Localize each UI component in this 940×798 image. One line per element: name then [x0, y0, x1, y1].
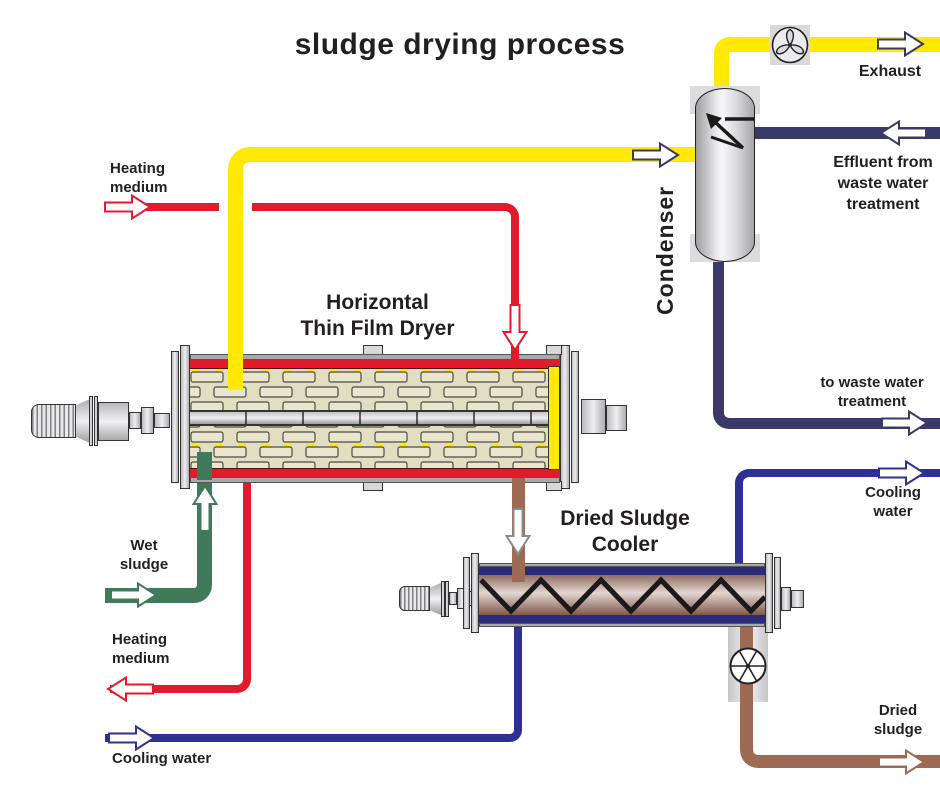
- dryer-right-flange: [571, 351, 579, 483]
- flow-arrow-wet-sludge-icon: [110, 582, 158, 608]
- flow-arrow-cooling-in-icon: [108, 725, 156, 751]
- condenser-label: Condenser: [652, 185, 678, 315]
- cooler-shaft-stub: [791, 590, 804, 608]
- dryer-shell-bottom: [190, 477, 560, 483]
- dryer-left-flange: [171, 351, 179, 483]
- condensate-to-waste-pipe: [713, 257, 940, 429]
- dryer-jacket-bottom: [190, 468, 560, 477]
- cooler-label: Dried Sludge Cooler: [560, 507, 690, 557]
- exhaust-label: Exhaust: [858, 63, 922, 80]
- cooler-left-flange-plate: [471, 553, 479, 633]
- dryer-shell-top: [190, 354, 560, 360]
- cooler-jacket-bottom: [479, 615, 765, 623]
- cooling-water-in-label: Cooling water: [112, 750, 212, 767]
- heating-medium-in-label: Heating medium: [110, 160, 168, 196]
- cooler-bearing-block: [781, 587, 791, 611]
- wet-sludge-label: Wet sludge: [119, 537, 169, 573]
- cooler-shell-bottom: [479, 623, 765, 627]
- page-title: sludge drying process: [294, 28, 626, 61]
- cooling-water-inlet-pipe: [105, 621, 522, 742]
- cooling-water-out-label: Cooling water: [865, 484, 921, 520]
- cooling-water-outlet-pipe: [735, 469, 940, 570]
- dried-sludge-outlet-pipe: [740, 621, 940, 768]
- flow-arrow-dried-sludge-down-icon: [505, 508, 531, 556]
- flow-arrow-heating-in-icon: [104, 194, 152, 220]
- exhaust-fan-icon: [771, 26, 809, 64]
- vapour-pipe: [228, 147, 697, 390]
- to-waste-water-label: to waste water treatment: [820, 374, 924, 410]
- dryer-right-flange-plate: [560, 345, 570, 489]
- cooler-right-flange-plate: [765, 553, 773, 633]
- wet-sludge-inlet-stub: [197, 452, 212, 480]
- cooler-shell-top: [479, 563, 765, 567]
- flow-arrow-heating-into-dryer-icon: [502, 304, 528, 352]
- cooler-jacket-top: [479, 567, 765, 575]
- dryer-label: Horizontal Thin Film Dryer: [300, 291, 455, 341]
- effluent-label: Effluent from waste water treatment: [833, 154, 933, 213]
- dryer-rotor-shaft: [190, 410, 560, 426]
- flow-arrow-exhaust-icon: [877, 31, 925, 57]
- dryer-left-flange-plate: [180, 345, 190, 489]
- cooler-left-flange: [463, 557, 470, 629]
- heating-medium-supply-pipe-a: [105, 203, 219, 211]
- heating-medium-out-label: Heating medium: [112, 631, 170, 667]
- cooler-right-flange: [774, 557, 781, 629]
- flow-arrow-vapour-icon: [632, 142, 680, 168]
- spray-nozzle-icon: [706, 113, 754, 150]
- dried-sludge-label: Dried sludge: [873, 702, 923, 738]
- flow-arrow-dried-sludge-icon: [878, 749, 926, 775]
- dryer-shaft-stub: [606, 405, 627, 431]
- flow-arrow-effluent-icon: [879, 120, 927, 146]
- flow-arrow-heating-out-icon: [106, 676, 154, 702]
- flow-arrow-cooling-out-icon: [878, 460, 926, 486]
- heating-medium-supply-pipe-b: [252, 203, 519, 313]
- rotary-valve-icon: [729, 647, 767, 685]
- flow-arrow-wet-sludge-up-icon: [192, 484, 218, 532]
- dryer-end-jacket: [548, 366, 560, 470]
- flow-arrow-to-waste-icon: [881, 410, 929, 436]
- heating-medium-return-pipe: [110, 470, 251, 693]
- cooler-screw-icon: [479, 576, 765, 615]
- dryer-jacket-top: [190, 360, 560, 369]
- condenser-vessel: [695, 88, 755, 262]
- dryer-bearing-block: [581, 399, 606, 434]
